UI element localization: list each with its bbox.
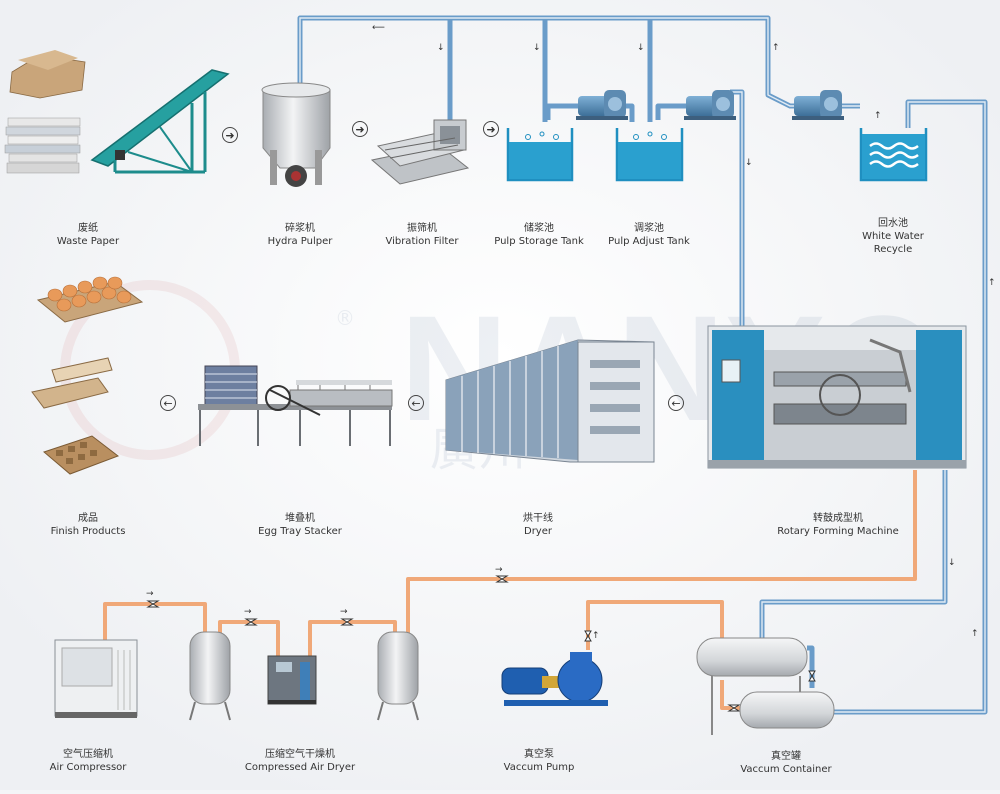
adjust-to-pump2 [655,103,690,120]
flow-arrow-right-icon: ➜ [352,121,368,137]
valve-icon [146,600,160,608]
vacuum-pump-illustration [501,652,608,706]
air-compressor-illustration [54,639,138,718]
svg-text:→: → [495,565,503,575]
flow-arrow-left-icon: ← [160,395,176,411]
valve-icon [340,618,354,626]
pulp-storage-tank-illustration [506,128,574,182]
compressor-to-tank1 [103,602,207,640]
tank1-to-dryer [218,620,280,656]
vacuum-container-illustration [696,637,835,735]
air-storage-tank-illustration [377,631,419,721]
air-storage-tank-illustration [189,631,231,721]
svg-text:↑: ↑ [874,111,882,121]
svg-text:↑: ↑ [988,278,996,288]
dryer-to-tank2 [308,620,397,656]
svg-text:↓: ↓ [437,43,445,53]
svg-text:↓: ↓ [745,158,753,168]
pump-to-container [586,600,724,660]
label-hydra-pulper: 碎浆机 Hydra Pulper [267,223,333,247]
valve-icon [808,670,816,682]
slurry-pump-icon [576,90,628,120]
air-pipes [103,470,917,710]
pulp-adjust-tank-illustration [615,128,684,182]
compressed-air-dryer-illustration [267,655,317,705]
svg-text:→: → [340,607,348,617]
label-dryer: 烘干线 Dryer [523,513,553,537]
rotary-forming-machine-illustration [707,325,967,469]
label-pulp-adjust-tank: 调浆池 Pulp Adjust Tank [608,223,690,247]
flow-direction-marks: ⟵ ↓ ↓ ↓ ↑ ↓ ↑ ↑ ↓ ↑ → → → → ↑ [146,23,996,641]
svg-text:↓: ↓ [533,43,541,53]
svg-text:⟵: ⟵ [372,23,385,33]
tank2-to-forming [406,470,917,636]
pump-to-adjust [625,103,635,122]
storage-to-pump [545,103,582,120]
label-finish-products: 成品 Finish Products [50,513,126,537]
svg-text:→: → [244,607,252,617]
conveyor-illustration [90,69,230,174]
hydra-pulper-illustration [261,82,331,187]
label-vibration-filter: 振筛机 Vibration Filter [385,223,459,247]
slurry-pump-icon [684,90,736,120]
flow-arrow-right-icon: ➜ [222,127,238,143]
egg-tray-stacker-illustration [198,365,393,446]
svg-text:↑: ↑ [592,631,600,641]
label-pulp-storage-tank: 储浆池 Pulp Storage Tank [494,223,584,247]
valve-icon [244,618,258,626]
label-white-water-recycle: 回水池 White Water Recycle [862,218,924,255]
valves [146,575,816,712]
label-waste-paper: 废纸 Waste Paper [56,223,120,247]
label-vacuum-container: 真空罐 Vaccum Container [740,751,832,775]
return-water-pump-icon [792,90,844,120]
svg-text:↓: ↓ [948,558,956,568]
flow-arrow-left-icon: ← [668,395,684,411]
finish-products-illustration [31,276,144,475]
white-water-tank-illustration [859,128,928,182]
waste-paper-illustration [4,50,86,174]
svg-text:↓: ↓ [637,43,645,53]
label-air-compressor: 空气压缩机 Air Compressor [49,749,127,773]
svg-text:→: → [146,589,154,599]
label-compressed-air-dryer: 压缩空气干燥机 Compressed Air Dryer [244,749,356,773]
label-vacuum-pump: 真空泵 Vaccum Pump [503,749,575,773]
flow-arrow-left-icon: ← [408,395,424,411]
svg-text:↑: ↑ [971,629,979,639]
valve-icon [584,630,592,642]
label-rotary-forming-machine: 转鼓成型机 Rotary Forming Machine [777,513,899,537]
vibration-filter-illustration [370,119,470,185]
valve-icon [495,575,509,583]
svg-text:↑: ↑ [772,43,780,53]
flow-arrow-right-icon: ➜ [483,121,499,137]
label-egg-tray-stacker: 堆叠机 Egg Tray Stacker [258,513,342,537]
valve-icon [727,704,741,712]
dryer-illustration [445,339,655,463]
watermark-registered: ® [335,306,355,330]
